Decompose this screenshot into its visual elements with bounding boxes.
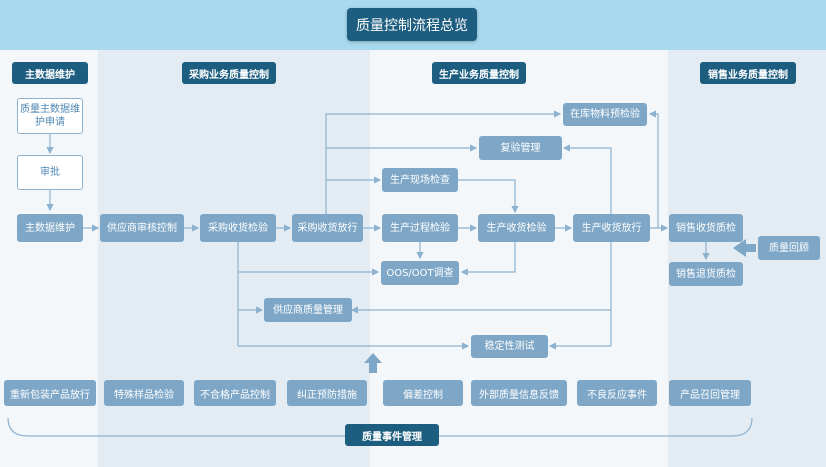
node-stock-warning: 在库物料预检验 xyxy=(563,103,647,126)
event-item: 不合格产品控制 xyxy=(194,380,276,406)
header-production: 生产业务质量控制 xyxy=(432,62,526,84)
node-purchase-release: 采购收货放行 xyxy=(292,214,363,242)
event-item: 产品召回管理 xyxy=(669,380,751,406)
node-master-apply: 质量主数据维护申请 xyxy=(17,98,83,134)
event-item: 特殊样品检验 xyxy=(104,380,184,406)
node-sales-receipt: 销售收货质检 xyxy=(669,214,743,242)
node-purchase-inspect: 采购收货检验 xyxy=(200,214,276,242)
node-oos-investigation: OOS/OOT调查 xyxy=(381,261,459,285)
event-item: 不良反应事件 xyxy=(577,380,657,406)
event-item: 纠正预防措施 xyxy=(287,380,367,406)
node-supplier-quality: 供应商质量管理 xyxy=(264,298,352,322)
node-supplier-review: 供应商审核控制 xyxy=(100,214,184,242)
node-process-inspect: 生产过程检验 xyxy=(382,214,458,242)
page-title: 质量控制流程总览 xyxy=(347,8,477,41)
header-master: 主数据维护 xyxy=(12,62,88,84)
node-prod-receipt-inspect: 生产收货检验 xyxy=(478,214,555,242)
event-item: 外部质量信息反馈 xyxy=(471,380,567,406)
node-site-check: 生产现场检查 xyxy=(382,168,458,192)
header-sales: 销售业务质量控制 xyxy=(700,62,796,84)
event-item: 偏差控制 xyxy=(383,380,463,406)
event-item: 重新包装产品放行 xyxy=(4,380,96,406)
node-sales-return: 销售退货质检 xyxy=(669,262,743,286)
node-stability-test: 稳定性测试 xyxy=(471,335,548,358)
header-purchase: 采购业务质量控制 xyxy=(182,62,276,84)
node-quality-review: 质量回顾 xyxy=(758,236,820,260)
node-prod-release: 生产收货放行 xyxy=(573,214,650,242)
node-recheck: 复验管理 xyxy=(479,136,562,160)
node-approve: 审批 xyxy=(17,155,83,190)
quality-event-bar: 质量事件管理 xyxy=(345,424,439,446)
node-master-maint: 主数据维护 xyxy=(17,214,83,242)
